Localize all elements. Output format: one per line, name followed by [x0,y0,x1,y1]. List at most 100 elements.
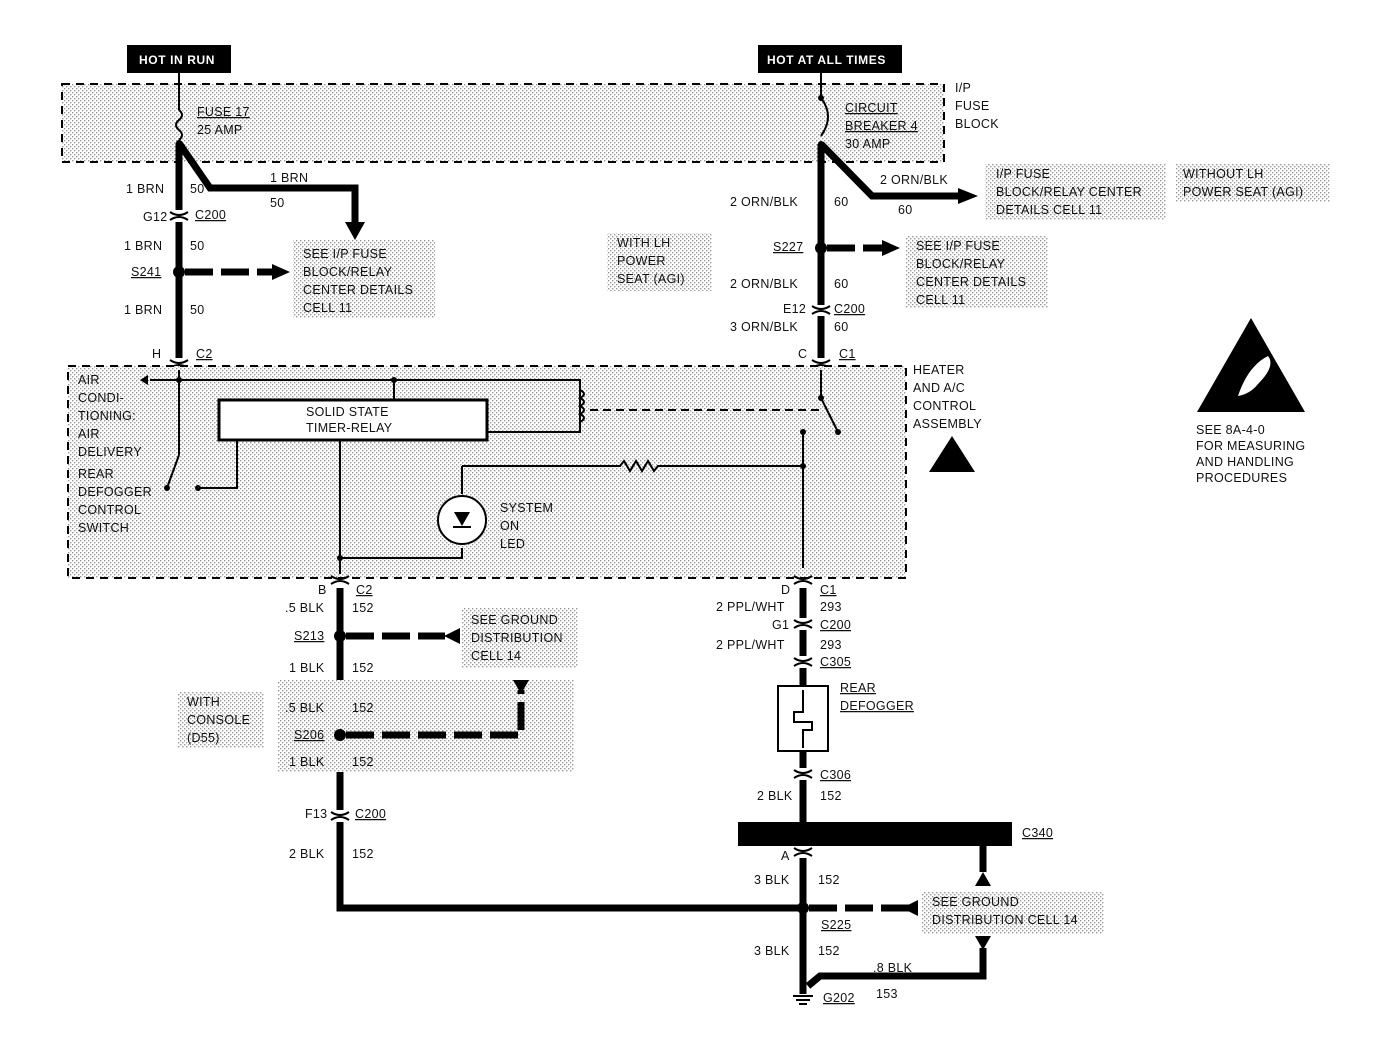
svg-text:C200: C200 [834,302,865,316]
svg-text:A: A [781,849,790,863]
svg-text:152: 152 [818,873,840,887]
svg-text:C2: C2 [356,583,373,597]
svg-text:60: 60 [834,320,849,334]
wire-left-branch [176,141,359,226]
svg-text:152: 152 [352,661,374,675]
svg-text:C200: C200 [195,208,226,222]
svg-text:1 BRN: 1 BRN [126,182,164,196]
svg-text:B: B [318,583,327,597]
svg-text:2 ORN/BLK: 2 ORN/BLK [730,277,798,291]
svg-text:C1: C1 [820,583,837,597]
svg-text:S213: S213 [294,629,324,643]
svg-text:60: 60 [834,195,849,209]
svg-text:S206: S206 [294,728,324,742]
svg-text:E12: E12 [783,302,806,316]
fuse-17-symbol [175,109,183,141]
svg-text:152: 152 [352,701,374,715]
svg-text:F13: F13 [305,807,327,821]
svg-text:2 PPL/WHT: 2 PPL/WHT [716,638,785,652]
svg-text:152: 152 [352,847,374,861]
svg-text:60: 60 [898,203,913,217]
svg-text:60: 60 [834,277,849,291]
splice-s225 [797,902,809,914]
svg-text:C1: C1 [839,347,856,361]
svg-text:D: D [781,583,790,597]
svg-text:H: H [152,347,161,361]
svg-text:2 BLK: 2 BLK [757,789,793,803]
svg-text:.5 BLK: .5 BLK [285,701,325,715]
splice-s241 [173,266,185,278]
svg-text:C200: C200 [355,807,386,821]
svg-text:G202: G202 [823,991,855,1005]
svg-text:C305: C305 [820,655,851,669]
svg-text:50: 50 [190,182,205,196]
connector-c340 [738,822,1012,846]
hot-at-all-times-label: HOT AT ALL TIMES [758,45,902,73]
svg-text:3 BLK: 3 BLK [754,873,790,887]
ground-g202-icon [793,995,813,1005]
svg-text:C: C [798,347,807,361]
svg-text:S241: S241 [131,265,161,279]
esd-small-icon [929,436,975,472]
hot-in-run-label: HOT IN RUN [127,45,231,73]
splice-s213 [334,630,346,642]
svg-text:.5 BLK: .5 BLK [285,601,325,615]
svg-text:G1: G1 [772,618,789,632]
svg-text:1 BRN: 1 BRN [124,239,162,253]
svg-text:HOT IN RUN: HOT IN RUN [139,53,215,67]
svg-text:C306: C306 [820,768,851,782]
svg-text:3 BLK: 3 BLK [754,944,790,958]
splice-s227 [815,242,827,254]
svg-text:50: 50 [190,303,205,317]
svg-text:3 ORN/BLK: 3 ORN/BLK [730,320,798,334]
svg-text:1 BLK: 1 BLK [289,661,325,675]
svg-text:2 ORN/BLK: 2 ORN/BLK [880,173,948,187]
svg-text:C200: C200 [820,618,851,632]
wire-right-branch [818,141,960,200]
svg-text:S225: S225 [821,918,851,932]
heater-ac-control-assembly [67,365,907,579]
circuit-breaker-symbol [820,97,829,137]
svg-text:152: 152 [352,755,374,769]
svg-text:C2: C2 [196,347,213,361]
splice-s206 [334,729,346,741]
svg-text:152: 152 [818,944,840,958]
svg-text:152: 152 [352,601,374,615]
esd-warning-icon [1197,318,1305,412]
led-resistor [462,459,803,473]
svg-text:50: 50 [190,239,205,253]
svg-text:2 BLK: 2 BLK [289,847,325,861]
svg-text:G12: G12 [143,210,168,224]
relay-coil [577,389,585,423]
svg-text:1 BRN: 1 BRN [124,303,162,317]
svg-text:C340: C340 [1022,826,1053,840]
svg-text:HOT AT ALL TIMES: HOT AT ALL TIMES [767,53,886,67]
svg-text:2 ORN/BLK: 2 ORN/BLK [730,195,798,209]
svg-text:153: 153 [876,987,898,1001]
branch-gauge: 1 BRN [270,171,308,185]
branch-circuit: 50 [270,196,285,210]
svg-text:S227: S227 [773,240,803,254]
solid-state-timer-relay [217,398,489,442]
fuse-block-box [61,83,945,163]
svg-text:293: 293 [820,600,842,614]
svg-text:293: 293 [820,638,842,652]
